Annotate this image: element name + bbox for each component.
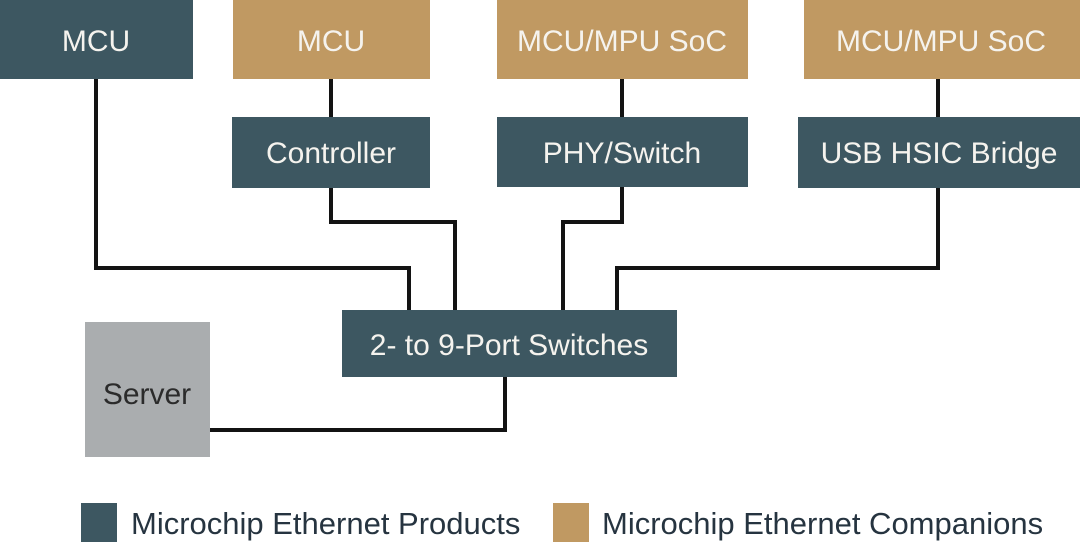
node-soc-mid-label: MCU/MPU SoC: [517, 25, 727, 58]
node-phy-switch-label: PHY/Switch: [543, 137, 701, 170]
node-usb-hsic-bridge-box: [798, 117, 1080, 188]
node-soc-right-box: [804, 0, 1080, 79]
edge-mcu-left-to-port-switches: [94, 79, 411, 312]
node-soc-right-label: MCU/MPU SoC: [836, 25, 1046, 58]
node-usb-hsic-bridge-label: USB HSIC Bridge: [821, 137, 1058, 170]
node-port-switches: 2- to 9-Port Switches: [342, 310, 677, 377]
node-controller-box: [232, 117, 430, 188]
node-mcu-mid: MCU: [233, 0, 430, 79]
node-mcu-left: MCU: [0, 0, 193, 79]
node-controller-label: Controller: [266, 137, 396, 170]
node-server-box: [85, 322, 210, 457]
node-mcu-left-label: MCU: [62, 25, 130, 58]
node-phy-switch: PHY/Switch: [497, 117, 748, 187]
node-usb-hsic-bridge: USB HSIC Bridge: [798, 117, 1080, 188]
edge-phy-switch-to-port-switches: [561, 186, 624, 312]
edge-controller-to-port-switches: [329, 188, 457, 312]
node-server-label: Server: [103, 378, 191, 411]
node-port-switches-box: [342, 310, 677, 377]
edge-server-to-port-switches: [209, 376, 507, 432]
legend-companions-swatch: [553, 503, 589, 542]
node-soc-mid-box: [497, 0, 748, 79]
legend: Microchip Ethernet Products Microchip Et…: [81, 503, 1043, 542]
legend-companions-label: Microchip Ethernet Companions: [602, 506, 1043, 541]
legend-products-swatch: [81, 503, 117, 542]
edge-usb-hsic-bridge-to-port-switches: [615, 188, 940, 312]
node-mcu-mid-label: MCU: [297, 25, 365, 58]
node-controller: Controller: [232, 117, 430, 188]
node-phy-switch-box: [497, 117, 748, 187]
legend-products-label: Microchip Ethernet Products: [131, 506, 520, 541]
node-server: Server: [85, 322, 210, 457]
node-mcu-left-box: [0, 0, 193, 79]
node-port-switches-label: 2- to 9-Port Switches: [370, 329, 648, 362]
node-mcu-mid-box: [233, 0, 430, 79]
node-soc-mid: MCU/MPU SoC: [497, 0, 748, 79]
node-soc-right: MCU/MPU SoC: [804, 0, 1080, 79]
